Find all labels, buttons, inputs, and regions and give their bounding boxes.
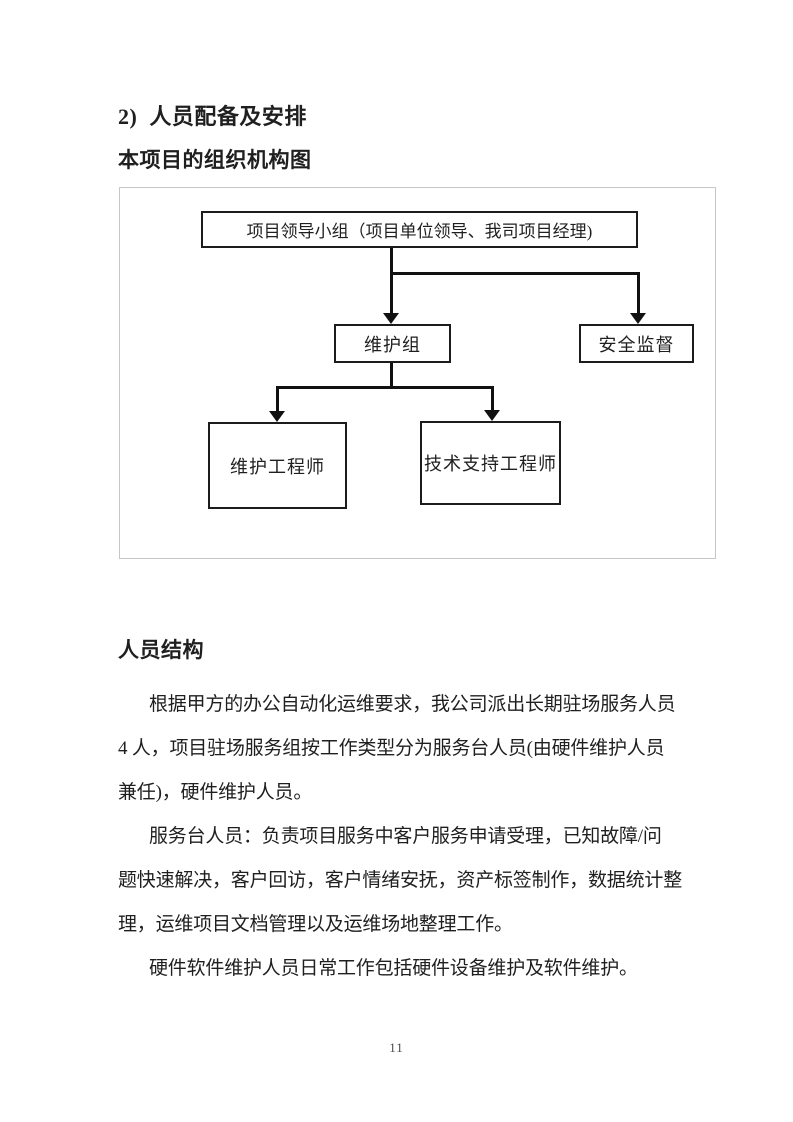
personnel-structure-heading: 人员结构 [118,639,204,662]
connector-line [637,272,640,314]
connector-line [276,386,279,411]
org-node-safety-supervision: 安全监督 [579,324,694,363]
paragraph-line: 理，运维项目文档管理以及运维场地整理工作。 [118,914,513,935]
org-node-project-leadership: 项目领导小组（项目单位领导、我司项目经理) [201,211,638,248]
section-heading: 2) 人员配备及安排 [118,104,307,129]
arrow-down-icon [383,313,399,324]
subsection-heading: 本项目的组织机构图 [118,148,312,172]
paragraph-line: 硬件软件维护人员日常工作包括硬件设备维护及软件维护。 [149,958,638,979]
connector-line [276,386,494,389]
paragraph-line: 根据甲方的办公自动化运维要求，我公司派出长期驻场服务人员 [149,694,676,715]
org-node-maintenance-group: 维护组 [334,324,451,363]
org-node-maintenance-engineer: 维护工程师 [208,422,347,509]
paragraph-line: 题快速解决，客户回访，客户情绪安抚，资产标签制作，数据统计整 [118,870,683,891]
connector-line [390,363,393,389]
paragraph-line: 服务台人员：负责项目服务中客户服务申请受理，已知故障/问 [149,826,662,847]
connector-line [491,386,494,410]
arrow-down-icon [484,410,500,421]
paragraph-line: 4 人，项目驻场服务组按工作类型分为服务台人员(由硬件维护人员 [118,738,665,759]
org-chart-figure: 项目领导小组（项目单位领导、我司项目经理) 维护组 安全监督 维护工程师 技术支… [119,187,716,559]
connector-line [390,272,639,275]
arrow-down-icon [630,313,646,324]
paragraph-line: 兼任)，硬件维护人员。 [118,782,313,803]
connector-line [390,248,393,275]
body-text: 根据甲方的办公自动化运维要求，我公司派出长期驻场服务人员 4 人，项目驻场服务组… [118,683,683,991]
arrow-down-icon [269,411,285,422]
org-node-tech-support-engineer: 技术支持工程师 [420,421,561,505]
page-number: 11 [389,1040,404,1055]
connector-line [390,272,393,314]
